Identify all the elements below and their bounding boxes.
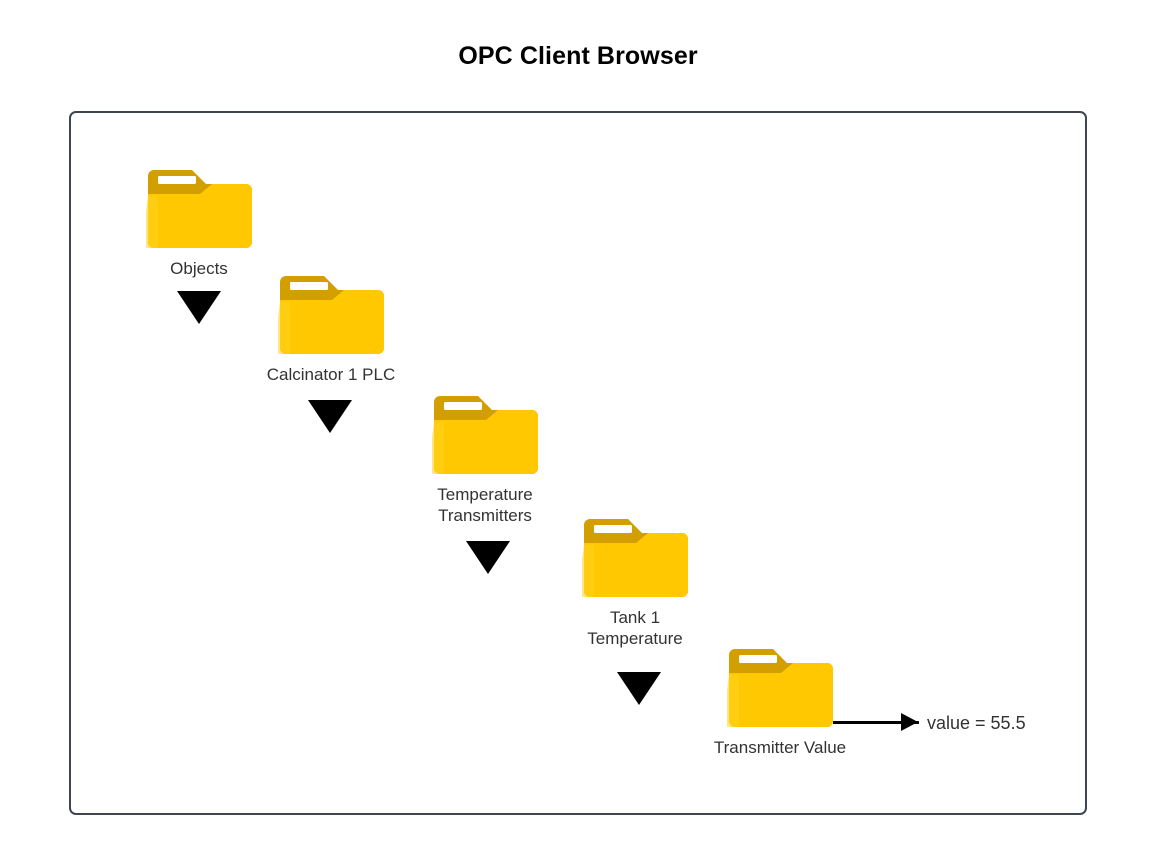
arrow-calcinator-to-temptx-icon [308, 400, 352, 433]
node-temperature-transmitters[interactable]: Temperature Transmitters [432, 392, 538, 525]
node-label-calcinator-1-plc: Calcinator 1 PLC [266, 365, 396, 384]
diagram-frame [69, 111, 1087, 815]
node-calcinator-1-plc[interactable]: Calcinator 1 PLC [267, 272, 395, 384]
node-label-objects: Objects [170, 259, 228, 278]
arrow-transmitter-to-value-head [901, 713, 918, 731]
folder-icon [432, 396, 538, 474]
page-title: OPC Client Browser [458, 42, 698, 70]
node-label-tank-1-temperature: Tank 1 Temperature [587, 608, 683, 648]
folder-icon [582, 519, 688, 597]
folder-icon [727, 649, 833, 727]
node-label-transmitter-value: Transmitter Value [713, 738, 847, 757]
arrow-temptx-to-tank1-icon [466, 541, 510, 574]
arrow-transmitter-to-value-line [833, 721, 919, 724]
folder-icon [278, 276, 384, 354]
value-readout: value = 55.5 [927, 713, 1026, 733]
node-tank-1-temperature[interactable]: Tank 1 Temperature [582, 515, 688, 648]
arrow-tank1-to-transmitter-icon [617, 672, 661, 705]
folder-icon [146, 170, 252, 248]
arrow-objects-to-calcinator-icon [177, 291, 221, 324]
node-label-temperature-transmitters: Temperature Transmitters [437, 485, 533, 525]
node-objects[interactable]: Objects [146, 166, 252, 278]
node-transmitter-value[interactable]: Transmitter Value [714, 645, 846, 757]
